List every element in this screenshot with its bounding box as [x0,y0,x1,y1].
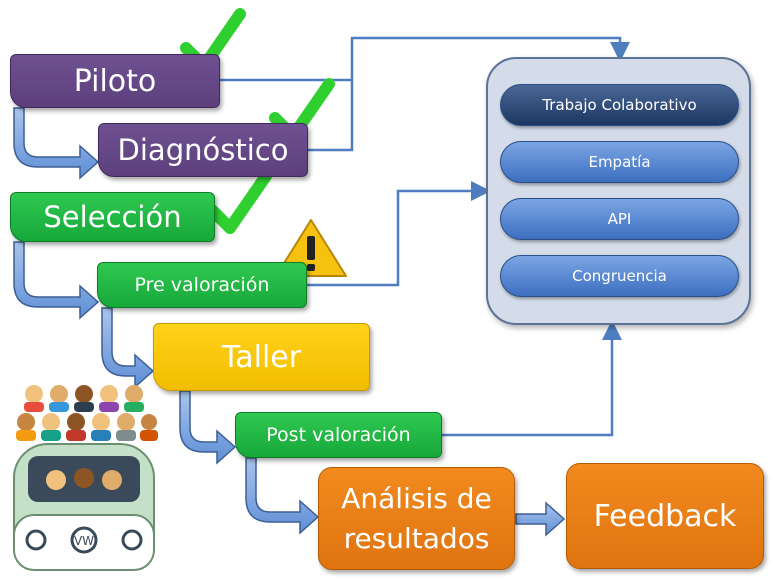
flow-arrow-icon [13,107,100,180]
svg-text:VW: VW [74,534,94,548]
step-diagnostico-label: Diagnóstico [117,133,289,167]
step-pre-valoracion: Pre valoración [97,262,307,308]
step-piloto: Piloto [10,54,220,108]
step-post-valoracion: Post valoración [235,412,442,458]
step-analisis-line2: resultados [343,521,490,555]
step-feedback: Feedback [566,463,764,569]
step-seleccion-label: Selección [43,200,182,234]
step-pre-valoracion-label: Pre valoración [134,274,270,296]
competencies-panel: Trabajo Colaborativo Empatía API Congrue… [486,57,751,325]
connector-diagnostico [308,80,354,152]
panel-item-label: API [607,210,632,228]
step-feedback-label: Feedback [593,498,737,534]
step-piloto-label: Piloto [73,63,157,99]
flow-arrow-icon [179,390,237,465]
people-icon [16,385,158,441]
panel-item-trabajo-colaborativo: Trabajo Colaborativo [500,84,739,126]
connector-pre-valoracion [307,181,491,287]
step-taller: Taller [153,323,370,391]
step-analisis-line1: Análisis de [341,481,492,515]
flow-arrow-icon [245,457,320,535]
connector-post-valoracion [442,320,622,437]
step-seleccion: Selección [10,192,215,242]
van-icon: VW [13,443,155,571]
step-analisis-resultados: Análisis de resultados [318,467,515,570]
panel-item-label: Empatía [588,153,651,171]
team-van-illustration: VW [13,385,158,571]
step-diagnostico: Diagnóstico [98,123,308,177]
panel-item-api: API [500,198,739,240]
check-icon [206,170,272,234]
panel-item-label: Congruencia [572,267,667,285]
flow-arrow-icon [13,241,100,320]
flow-arrow-icon [101,307,155,389]
step-taller-label: Taller [221,339,302,375]
connector-piloto [220,36,630,82]
flow-arrow-icon [515,501,566,537]
panel-item-empatia: Empatía [500,141,739,183]
panel-item-congruencia: Congruencia [500,255,739,297]
panel-item-label: Trabajo Colaborativo [542,96,697,114]
step-post-valoracion-label: Post valoración [266,424,411,446]
